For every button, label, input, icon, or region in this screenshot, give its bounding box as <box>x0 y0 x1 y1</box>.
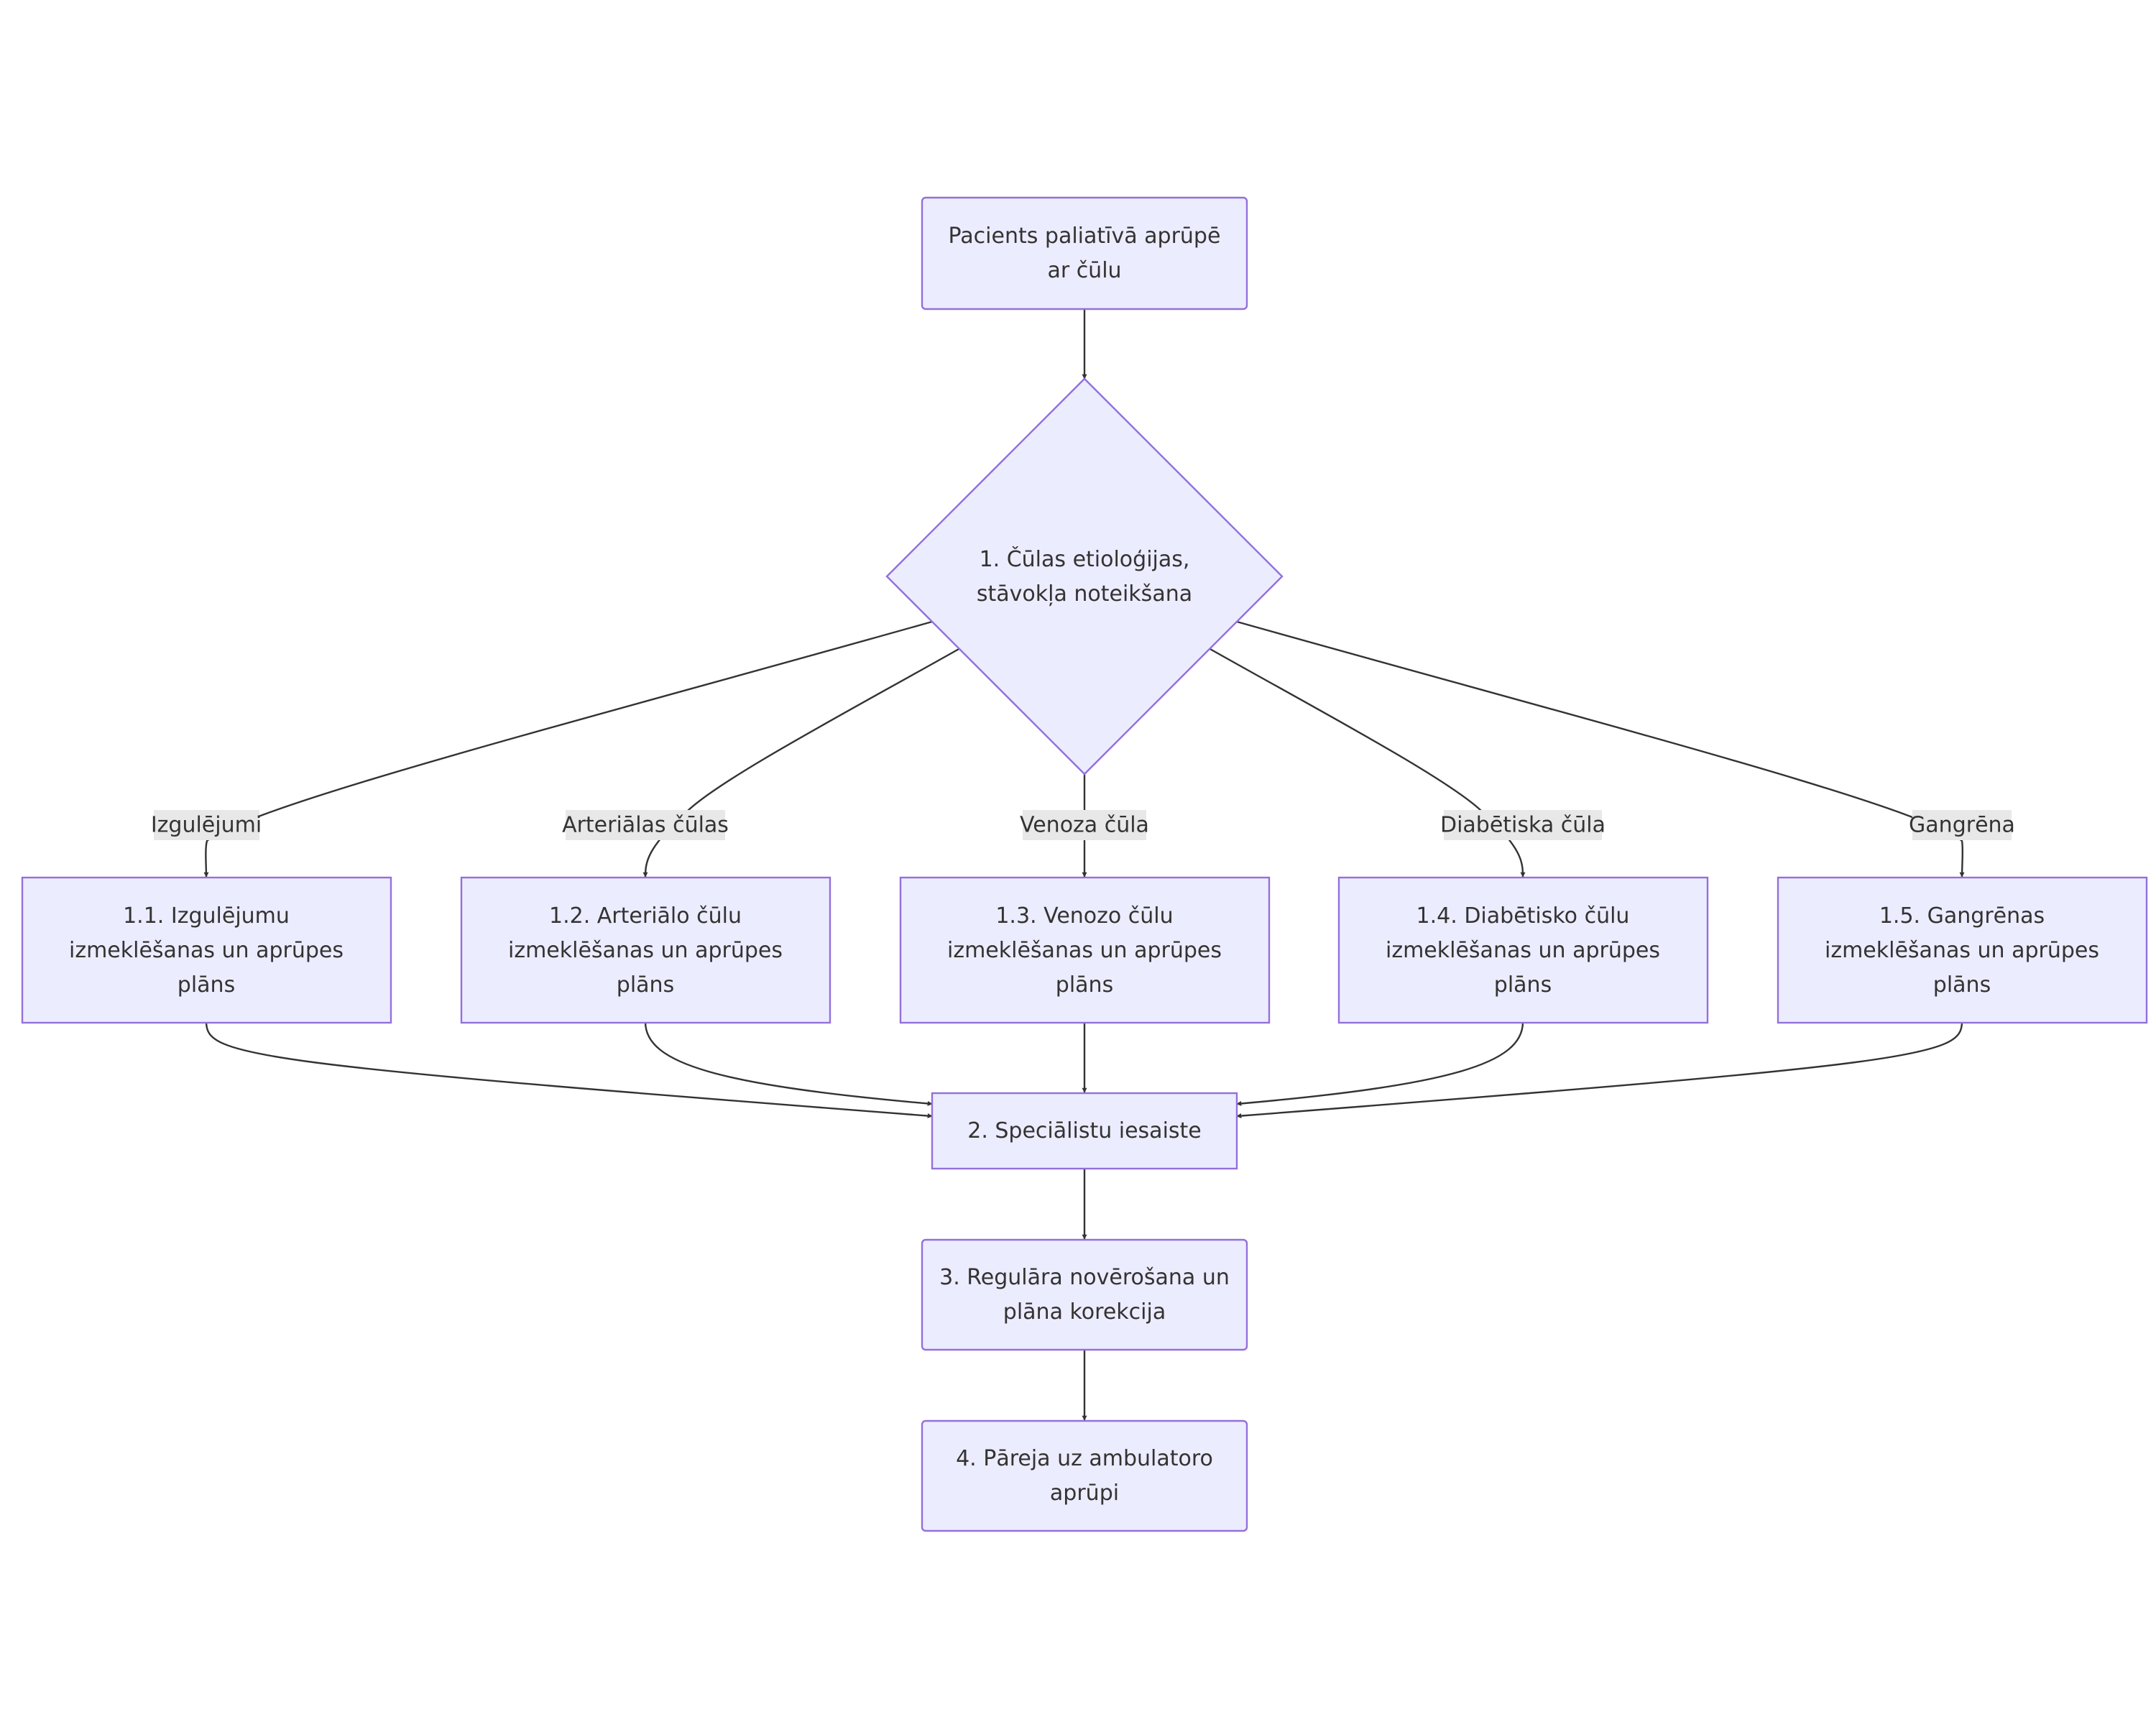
edge-label-gangrena: Gangrēna <box>1909 810 2015 840</box>
edge-label-izgulejumi: Izgulējumi <box>151 810 262 840</box>
edge-1-1-to-specialists <box>205 1021 933 1119</box>
edges <box>203 309 1965 1421</box>
edge-labels: Izgulējumi Arteriālas čūlas Venoza čūla … <box>151 810 2015 840</box>
edge-label-gangrena-text: Gangrēna <box>1909 813 2015 838</box>
edge-label-diabetiska: Diabētiska čūla <box>1440 810 1606 840</box>
node-specialists-label: 2. Speciālistu iesaiste <box>967 1118 1202 1143</box>
edge-label-venoza-text: Venoza čūla <box>1020 813 1149 838</box>
edge-label-arterialas: Arteriālas čūlas <box>562 810 729 840</box>
edge-1-5-to-specialists <box>1236 1021 1963 1119</box>
edge-label-diabetiska-text: Diabētiska čūla <box>1440 813 1606 838</box>
edge-decision-to-1-5 <box>1236 620 1965 878</box>
edge-label-arterialas-text: Arteriālas čūlas <box>562 813 729 838</box>
edge-1-2-to-specialists <box>644 1021 933 1106</box>
node-decision-label: 1. Čūlas etioloģijas,stāvokļa noteikšana <box>977 546 1192 607</box>
node-decision: 1. Čūlas etioloģijas,stāvokļa noteikšana <box>885 377 1284 775</box>
edge-decision-to-1-4 <box>1208 647 1526 878</box>
edge-label-izgulejumi-text: Izgulējumi <box>151 813 262 838</box>
edge-decision-to-1-2 <box>642 647 961 878</box>
edge-label-venoza: Venoza čūla <box>1020 810 1149 840</box>
edge-1-4-to-specialists <box>1236 1021 1524 1106</box>
edge-decision-to-1-1 <box>203 620 933 878</box>
node-specialists: 2. Speciālistu iesaiste <box>931 1092 1238 1170</box>
